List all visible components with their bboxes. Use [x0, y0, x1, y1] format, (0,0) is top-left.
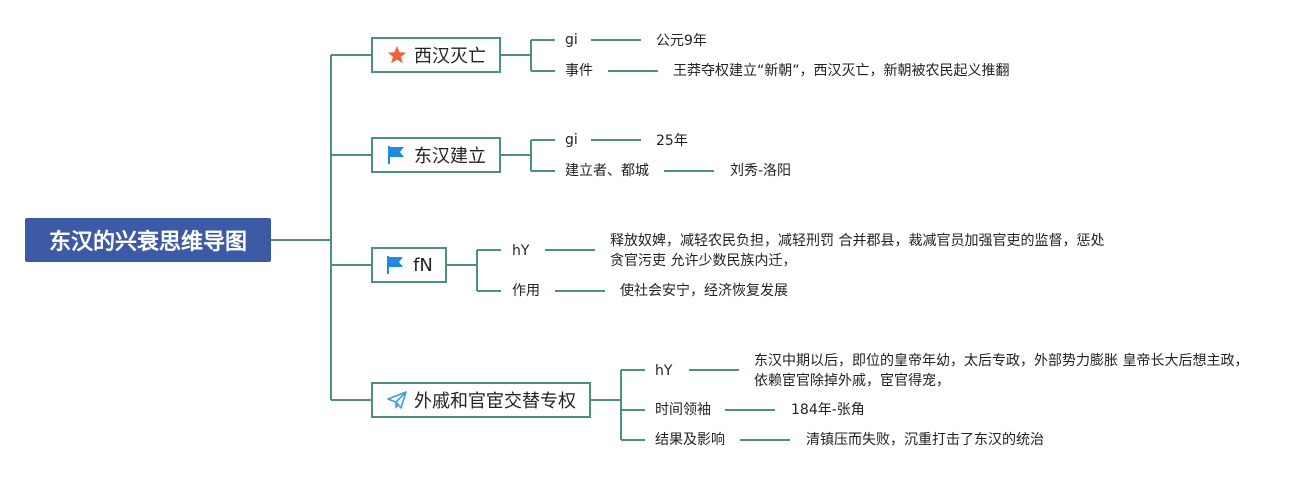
- subtopic-value[interactable]: 184年-张角: [791, 402, 865, 418]
- subtopic-value[interactable]: 释放奴婢，减轻农民负担，减轻刑罚 合并郡县，裁减官员加强官吏的监督，惩处 贪官污…: [610, 233, 1105, 269]
- subtopic-value[interactable]: 东汉中期以后，即位的皇帝年幼，太后专政，外部势力膨胀 皇帝长大后想主政， 依赖宦…: [754, 353, 1249, 389]
- subtopic-value[interactable]: 王莽夺权建立“新朝”，西汉灭亡，新朝被农民起义推翻: [673, 63, 1010, 79]
- subtopic-label[interactable]: hY: [512, 243, 530, 259]
- subtopic-label[interactable]: 事件: [565, 63, 593, 79]
- root-topic-label: 东汉的兴衰思维导图: [48, 230, 247, 255]
- subtopic-label[interactable]: 时间领袖: [655, 402, 711, 418]
- root-topic[interactable]: 东汉的兴衰思维导图: [25, 218, 271, 262]
- flag-icon: [386, 144, 408, 166]
- branch-topic-label: 东汉建立: [414, 146, 486, 167]
- branch-topic[interactable]: 东汉建立: [371, 137, 501, 173]
- subtopic-label[interactable]: gi: [565, 32, 578, 48]
- flag-icon: [385, 254, 407, 276]
- subtopic-value[interactable]: 使社会安宁，经济恢复发展: [620, 283, 788, 299]
- branch-topic-label: 外戚和官宦交替专权: [414, 391, 576, 412]
- subtopic-label[interactable]: 作用: [512, 283, 540, 299]
- subtopic-label[interactable]: gi: [565, 132, 578, 148]
- paper-plane-icon: [386, 389, 408, 411]
- subtopic-label[interactable]: 结果及影响: [655, 432, 725, 448]
- star-icon: [386, 44, 408, 66]
- branch-topic-label: fN: [413, 254, 433, 276]
- subtopic-label[interactable]: 建立者、都城: [565, 163, 649, 179]
- branch-topic[interactable]: 外戚和官宦交替专权: [371, 382, 591, 418]
- branch-topic-label: 西汉灭亡: [414, 46, 486, 67]
- subtopic-value[interactable]: 刘秀-洛阳: [730, 163, 792, 179]
- branch-topic[interactable]: 西汉灭亡: [371, 37, 501, 73]
- subtopic-label[interactable]: hY: [655, 363, 673, 379]
- branch-topic[interactable]: fN: [371, 247, 447, 283]
- subtopic-value[interactable]: 清镇压而失败，沉重打击了东汉的统治: [806, 432, 1044, 448]
- subtopic-value[interactable]: 公元9年: [656, 33, 707, 49]
- subtopic-value[interactable]: 25年: [656, 133, 688, 149]
